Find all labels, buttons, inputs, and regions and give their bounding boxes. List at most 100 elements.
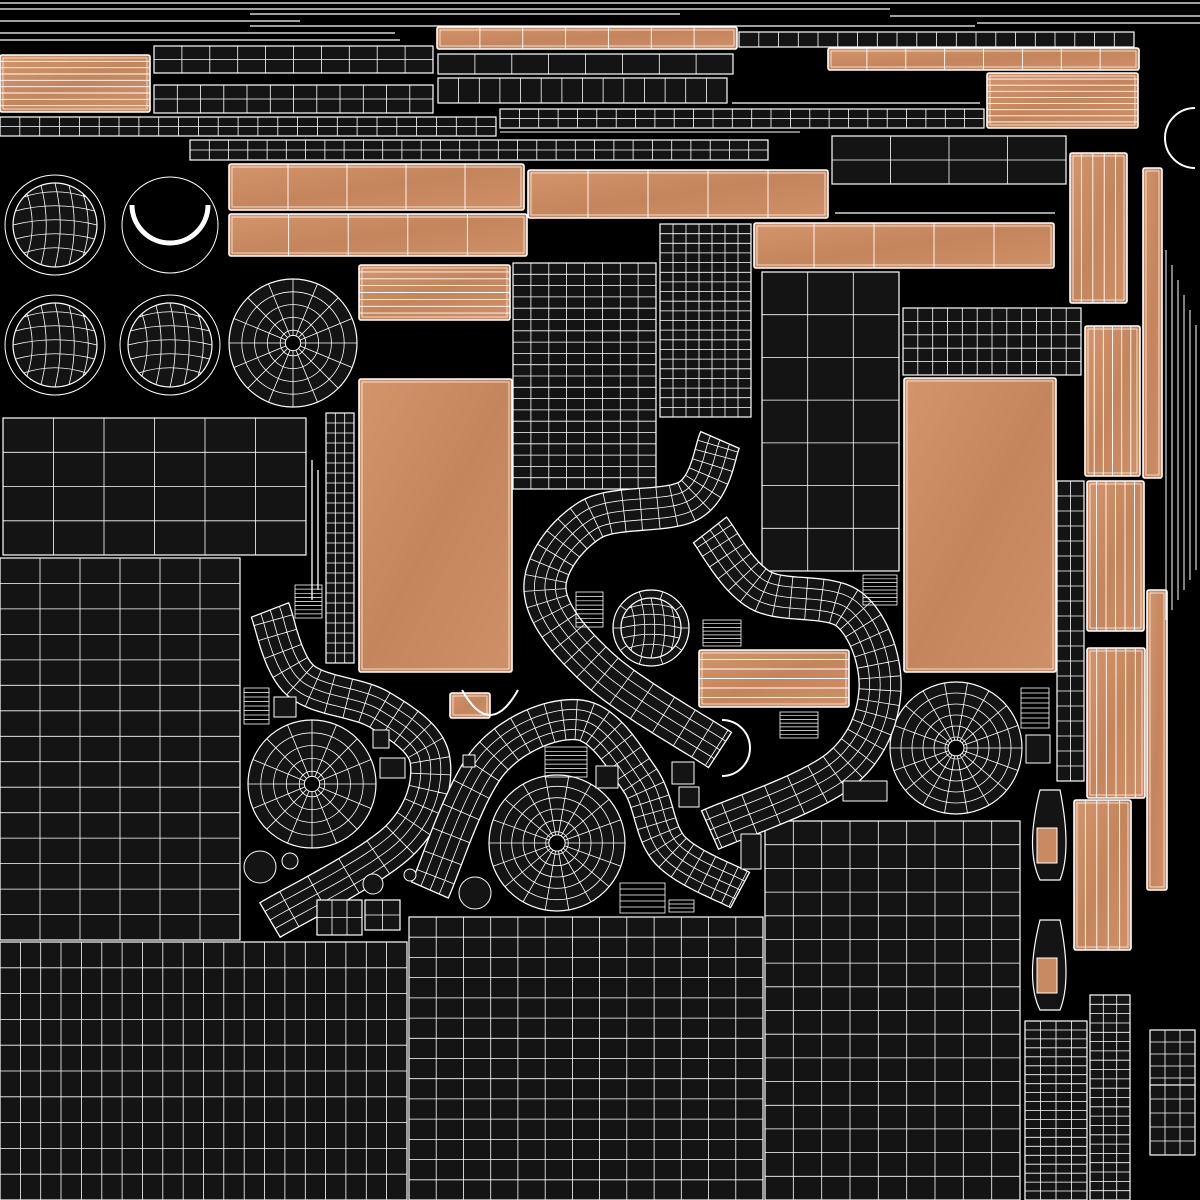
wood-board-top-strip-inner-border bbox=[439, 29, 735, 47]
wood-board-vertical-5 bbox=[1073, 799, 1132, 951]
wood-board-plank-c bbox=[527, 169, 829, 219]
curved-strip-bottom-wire bbox=[416, 699, 748, 907]
radial-disc-right-ring bbox=[911, 703, 1001, 793]
wood-board-plank-d-surface bbox=[753, 222, 1055, 269]
hatch-block-3-frame bbox=[702, 619, 742, 647]
sphere-cap-1-outline bbox=[12, 182, 98, 268]
small-circle-4 bbox=[403, 868, 417, 882]
grid-panel-edge-2 bbox=[1149, 1084, 1196, 1156]
radial-disc-bottom bbox=[488, 774, 626, 912]
wood-board-large-right-surface bbox=[903, 377, 1057, 673]
wood-board-plank-a-inner-border bbox=[231, 166, 522, 208]
grid-panel-edge-1-lines bbox=[1150, 1030, 1195, 1090]
grid-band-top-6-lines bbox=[458, 78, 707, 103]
hatch-block-7-lines bbox=[1021, 692, 1049, 724]
sphere-cap-2 bbox=[4, 294, 106, 396]
wood-board-top-left bbox=[0, 54, 151, 113]
radial-disc-bottom-ring bbox=[499, 785, 615, 901]
wood-board-plank-d bbox=[753, 222, 1055, 269]
wood-board-plank-b-surface bbox=[228, 213, 528, 257]
pod-shapes-right bbox=[1031, 789, 1067, 1011]
curved-strip-left-outline bbox=[250, 601, 452, 939]
wood-board-plank-d-inner-border bbox=[756, 225, 1052, 266]
grid-panel-tiny-arch-lines bbox=[317, 900, 362, 935]
hatch-block-6-lines bbox=[780, 715, 818, 735]
small-circle-2 bbox=[458, 876, 492, 910]
grid-panel-tiny-arch-2 bbox=[364, 899, 401, 931]
small-box-2 bbox=[379, 757, 406, 779]
sphere-cap-4 bbox=[121, 176, 219, 274]
hatch-block-5-lines bbox=[244, 692, 269, 720]
grid-panel-center-right-frame bbox=[761, 271, 900, 572]
grid-panel-left-upper-lines bbox=[3, 418, 306, 555]
sphere-caps-layer bbox=[4, 107, 1196, 777]
wood-board-rail-2-inner-border bbox=[1149, 592, 1165, 888]
grid-panel-bottom-right-lines bbox=[765, 821, 1020, 1200]
radial-disc-right-hub bbox=[947, 739, 965, 757]
hatch-block-6 bbox=[779, 711, 819, 739]
grid-band-top-5-lines bbox=[474, 54, 697, 74]
sphere-cap-2-outline bbox=[12, 302, 98, 388]
radial-disc-top-spokes bbox=[229, 279, 357, 407]
wood-board-top-right-strip-plank-lines bbox=[866, 48, 1101, 70]
small-box-7 bbox=[1025, 734, 1051, 764]
grid-panel-bottom-narrow-lines bbox=[1090, 995, 1130, 1200]
radial-disc-top bbox=[228, 278, 358, 408]
radial-disc-top-ring bbox=[279, 329, 307, 357]
grid-panel-tiny-arch-2-lines bbox=[365, 900, 400, 930]
grid-panel-center-right bbox=[761, 271, 900, 572]
grid-panel-center-right-lines bbox=[762, 272, 899, 571]
small-box-8 bbox=[740, 833, 762, 870]
hatch-block-10-lines bbox=[669, 903, 694, 909]
hatch-block-4-lines bbox=[863, 578, 897, 602]
wood-board-center-small-plank-lines bbox=[699, 659, 849, 698]
wood-board-top-right-plank-lines bbox=[987, 78, 1138, 123]
grid-panel-tiny-arch bbox=[316, 899, 363, 936]
grid-band-lens bbox=[831, 135, 1067, 185]
wood-board-center-small bbox=[698, 649, 850, 708]
wood-board-plank-a bbox=[228, 163, 525, 211]
radial-disc-right-ring bbox=[900, 692, 1012, 804]
radial-disc-bottom-ring bbox=[545, 831, 569, 855]
hatch-block-10-frame bbox=[668, 899, 695, 913]
wood-board-vertical-1-plank-lines bbox=[1080, 153, 1117, 303]
grid-panel-right-column bbox=[1056, 480, 1085, 782]
radial-disc-left-ring bbox=[285, 758, 338, 811]
wood-boards-layer bbox=[0, 26, 1168, 951]
radial-disc-left-spokes bbox=[248, 720, 376, 848]
wood-board-large-left-surface bbox=[358, 378, 513, 673]
radial-disc-bottom-ring bbox=[511, 797, 603, 889]
curved-strip-center bbox=[523, 430, 741, 769]
wood-board-top-left-surface bbox=[0, 54, 151, 113]
wood-board-vertical-1-surface bbox=[1069, 152, 1128, 304]
grid-band-lens-lines bbox=[832, 136, 1066, 184]
wood-board-rail-2 bbox=[1146, 589, 1168, 891]
pod-shape-1-core bbox=[1036, 827, 1058, 864]
radial-disc-top-ring bbox=[266, 316, 319, 369]
small-box-1 bbox=[372, 729, 390, 749]
grid-panel-center-lines bbox=[513, 263, 656, 489]
wood-board-top-right-strip bbox=[827, 47, 1140, 71]
wood-board-tiny-inner-border bbox=[452, 695, 488, 716]
sphere-cap-center bbox=[612, 589, 690, 667]
wood-board-plank-b bbox=[228, 213, 528, 257]
wood-board-vertical-1-inner-border bbox=[1072, 155, 1125, 301]
radial-disc-top-hub bbox=[284, 334, 302, 352]
curved-strip-right-wire bbox=[696, 523, 902, 848]
grid-panel-edge-2-lines bbox=[1150, 1085, 1195, 1155]
grid-panel-right-band-lines bbox=[903, 308, 1081, 375]
grid-panel-edge-1 bbox=[1149, 1029, 1196, 1091]
sphere-cap-center-outline bbox=[620, 597, 682, 659]
wood-board-top-left-plank-lines bbox=[0, 60, 150, 107]
sphere-cap-3 bbox=[119, 294, 221, 396]
grid-band-top-3 bbox=[0, 116, 497, 137]
grid-panel-right-column-lines bbox=[1057, 481, 1084, 781]
small-box-4 bbox=[671, 761, 695, 785]
curved-strip-left bbox=[250, 601, 452, 939]
wood-board-top-right bbox=[986, 72, 1139, 129]
hatch-block-10 bbox=[668, 899, 695, 913]
grid-panel-right-band bbox=[902, 307, 1082, 376]
hatch-block-7 bbox=[1020, 687, 1050, 729]
curved-strip-left-wire bbox=[253, 606, 451, 929]
